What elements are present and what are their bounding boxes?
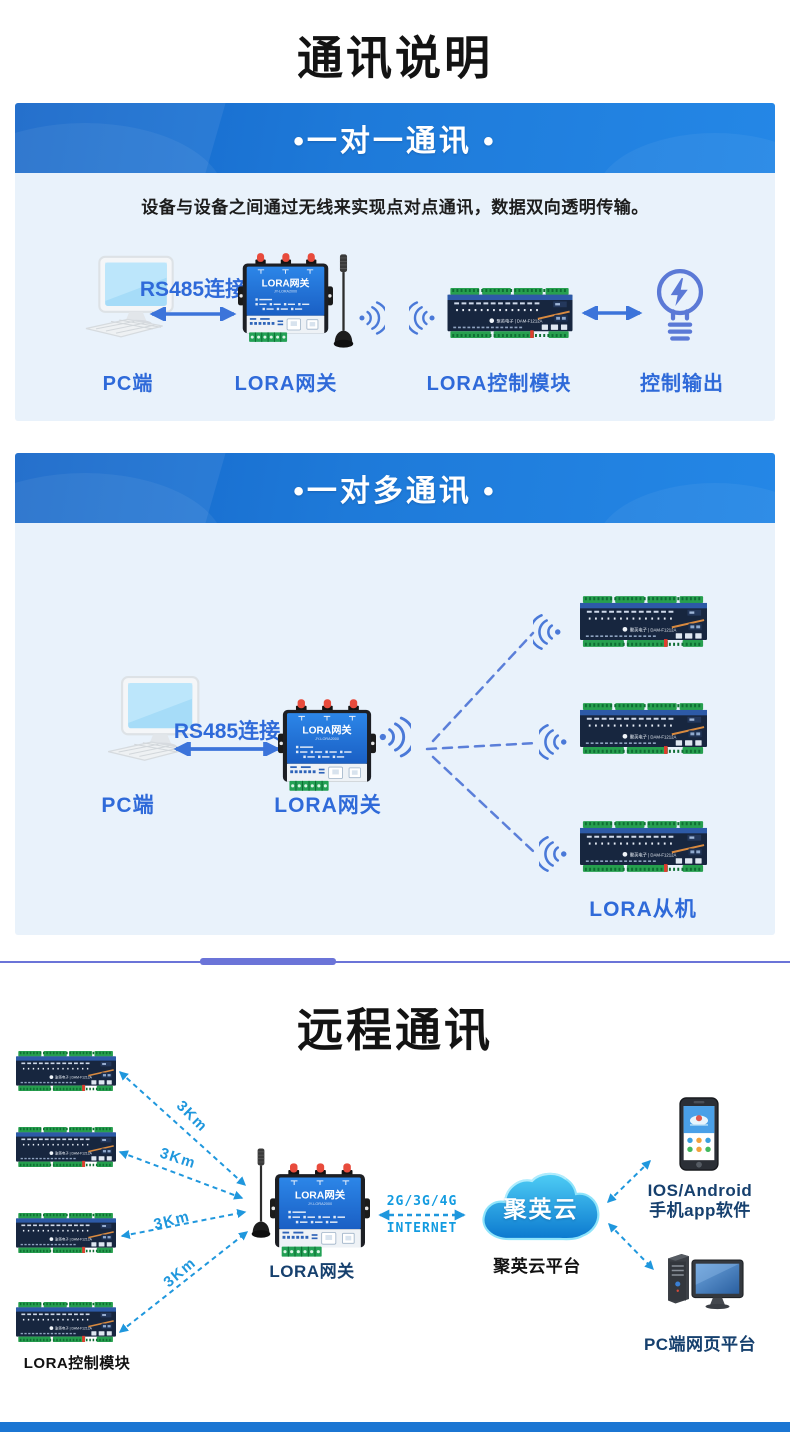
- output-label: 控制输出: [640, 373, 724, 395]
- lora-gateway-device: [278, 699, 376, 791]
- one-to-many-header-text: •一对多通讯 •: [293, 475, 497, 508]
- lora-control-module-device: [16, 1051, 116, 1091]
- wifi-waves-icon: [539, 835, 568, 873]
- smartphone-icon: [679, 1097, 719, 1171]
- rs485-label: RS485连接: [139, 278, 247, 301]
- output-arrow: [581, 306, 643, 320]
- one-to-one-header-text: •一对一通讯 •: [293, 125, 497, 158]
- link-technology-label: 2G/3G/4G: [386, 1194, 458, 1209]
- rs485-arrow: [149, 307, 237, 321]
- lora-slave-module-device: [580, 596, 707, 647]
- remote-title: 远程通讯: [297, 1004, 493, 1056]
- remote-arrows: [118, 1071, 654, 1333]
- wifi-waves-icon: [409, 300, 436, 336]
- module-label: LORA控制模块: [426, 373, 572, 395]
- wifi-waves-icon: [358, 300, 385, 336]
- app-label-line1: IOS/Android: [647, 1181, 753, 1200]
- one-to-one-header: •一对一通讯 •: [15, 103, 775, 173]
- lora-control-module-device: [16, 1302, 116, 1342]
- header-decoration: [595, 133, 775, 173]
- gateway-label: LORA网关: [234, 373, 338, 395]
- one-to-one-description: 设备与设备之间通过无线来实现点对点通讯，数据双向透明传输。: [141, 198, 649, 217]
- lora-control-module-device: [16, 1127, 116, 1167]
- app-label: IOS/Android 手机app软件: [625, 1181, 775, 1221]
- pc-web-label: PC端网页平台: [643, 1335, 757, 1354]
- app-label-line2: 手机app软件: [649, 1201, 751, 1221]
- gateway-label: LORA网关: [269, 1262, 355, 1281]
- one-to-many-panel: •一对多通讯 • RS485连接 PC端 LORA网关 LORA从机: [15, 453, 775, 935]
- wireless-links: [425, 631, 539, 853]
- section-divider: [0, 961, 790, 963]
- lora-gateway-device: [238, 253, 333, 342]
- bulb-icon: [649, 265, 711, 347]
- lora-slave-module-device: [580, 821, 707, 872]
- slaves-label: LORA从机: [589, 898, 697, 921]
- page-title: 通讯说明: [297, 32, 493, 84]
- antenna-icon: [250, 1143, 272, 1247]
- footer-bar: [0, 1422, 790, 1432]
- one-to-many-header: •一对多通讯 •: [15, 453, 775, 523]
- lora-gateway-device: [270, 1163, 370, 1257]
- desktop-pc-icon: [662, 1251, 746, 1314]
- wifi-waves-icon: [533, 613, 562, 651]
- cloud-text: 聚英云: [503, 1196, 579, 1222]
- rs485-label: RS485连接: [173, 720, 281, 743]
- lora-control-module-device: [16, 1213, 116, 1253]
- internet-label: INTERNET: [386, 1221, 458, 1236]
- wifi-waves-icon: [539, 723, 568, 761]
- pc-label: PC端: [102, 373, 154, 395]
- gateway-label: LORA网关: [274, 794, 382, 817]
- lora-control-module-device: [447, 288, 573, 338]
- pc-label: PC端: [101, 794, 155, 817]
- cloud-platform-label: 聚英云平台: [493, 1257, 581, 1276]
- modules-label: LORA控制模块: [23, 1355, 131, 1372]
- one-to-one-panel: •一对一通讯 • 设备与设备之间通过无线来实现点对点通讯，数据双向透明传输。 R…: [15, 103, 775, 421]
- antenna-icon: [332, 254, 355, 352]
- section-divider-accent: [200, 958, 336, 965]
- lora-slave-module-device: [580, 703, 707, 754]
- rs485-arrow: [173, 742, 281, 756]
- wifi-waves-icon: [378, 715, 411, 759]
